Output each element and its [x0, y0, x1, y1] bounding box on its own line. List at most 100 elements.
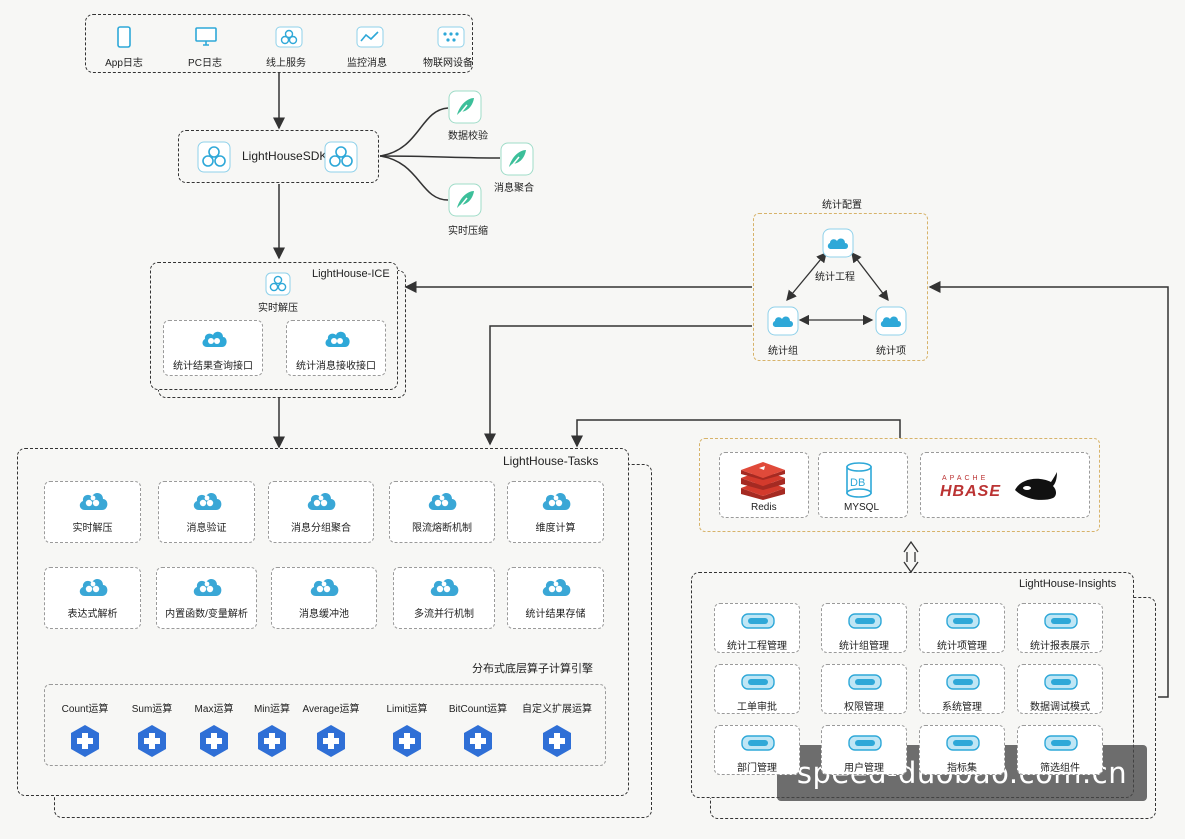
ice-box: 统计消息接收接口: [286, 320, 386, 376]
sdk-icon-left: [197, 141, 231, 178]
insights-title: LightHouse-Insights: [1019, 578, 1117, 590]
sdk-feature-label: 实时压缩: [448, 226, 488, 237]
leaf-icon: [448, 90, 482, 129]
source-label: 线上服务: [266, 58, 306, 69]
config-panel: [753, 213, 928, 361]
insights-label: 统计工程管理: [727, 641, 787, 652]
op-label: Min运算: [253, 704, 291, 715]
ice-box-label: 统计消息接收接口: [296, 361, 376, 372]
source-label: 物联网设备: [423, 58, 473, 69]
hbase-small: APACHE: [942, 475, 989, 482]
insights-cell: 数据调试模式: [1017, 664, 1103, 714]
gear-cloud-icon: [539, 574, 573, 605]
hex-plus-icon: [540, 724, 574, 763]
storage-hbase: [920, 452, 1090, 518]
tasks-title: LightHouse-Tasks: [503, 454, 599, 468]
source-label: 监控消息: [347, 58, 387, 69]
task-label: 消息缓冲池: [299, 609, 349, 620]
config-node-icon: [822, 228, 854, 263]
insights-cell: 用户管理: [821, 725, 907, 775]
sdk-feature-label: 消息聚合: [494, 183, 534, 194]
config-title: 统计配置: [822, 200, 862, 211]
cloud-icon: [322, 327, 352, 356]
task-cell: 实时解压: [44, 481, 141, 543]
hex-plus-icon: [461, 724, 495, 763]
task-cell: 表达式解析: [44, 567, 141, 629]
config-node-icon: [767, 306, 799, 341]
task-label: 统计结果存储: [525, 609, 586, 620]
gear-cloud-icon: [76, 574, 110, 605]
database-pill-icon: [1042, 732, 1080, 759]
sdk-feature-label: 数据校验: [448, 131, 488, 142]
redis-label: Redis: [751, 502, 777, 513]
database-pill-icon: [739, 671, 777, 698]
task-cell: 统计结果存储: [507, 567, 604, 629]
database-pill-icon: [846, 671, 884, 698]
insights-label: 筛选组件: [1040, 763, 1080, 774]
database-pill-icon: [944, 732, 982, 759]
op-label: Limit运算: [386, 704, 428, 715]
task-label: 消息分组聚合: [291, 523, 351, 534]
insights-label: 部门管理: [737, 763, 777, 774]
task-cell: 维度计算: [507, 481, 604, 543]
hex-plus-icon: [255, 724, 289, 763]
sdk-title: LightHouseSDK: [242, 149, 328, 163]
database-pill-icon: [846, 610, 884, 637]
task-label: 维度计算: [535, 523, 576, 534]
monitor-chart-icon: [356, 26, 384, 53]
source-label: App日志: [105, 58, 143, 69]
task-cell: 多流并行机制: [393, 567, 495, 629]
database-pill-icon: [1042, 610, 1080, 637]
database-pill-icon: [739, 732, 777, 759]
ice-box-label: 统计结果查询接口: [173, 361, 253, 372]
ice-box: 统计结果查询接口: [163, 320, 263, 376]
hex-plus-icon: [135, 724, 169, 763]
service-icon: [275, 26, 303, 53]
database-pill-icon: [1042, 671, 1080, 698]
hex-plus-icon: [314, 724, 348, 763]
iot-icon: [437, 26, 465, 53]
sdk-icon-right: [324, 141, 358, 178]
db-icon: [845, 462, 873, 503]
op-label: Average运算: [302, 704, 360, 715]
ice-decompress-label: 实时解压: [258, 303, 298, 314]
task-label: 表达式解析: [67, 609, 118, 620]
hex-plus-icon: [390, 724, 424, 763]
gear-cloud-icon: [425, 488, 459, 519]
task-label: 实时解压: [72, 523, 113, 534]
hex-plus-icon: [68, 724, 102, 763]
config-node-label: 统计工程: [815, 272, 855, 283]
gear-cloud-icon: [304, 488, 338, 519]
insights-cell: 统计组管理: [821, 603, 907, 653]
config-node-label: 统计项: [876, 346, 906, 357]
sources-panel: [85, 14, 473, 73]
db-label: DB: [850, 477, 866, 489]
insights-cell: 统计报表展示: [1017, 603, 1103, 653]
database-pill-icon: [944, 610, 982, 637]
insights-cell: 统计项管理: [919, 603, 1005, 653]
insights-cell: 权限管理: [821, 664, 907, 714]
insights-cell: 统计工程管理: [714, 603, 800, 653]
insights-cell: 工单审批: [714, 664, 800, 714]
task-cell: 消息验证: [158, 481, 255, 543]
monitor-icon: [194, 26, 218, 53]
task-cell: 内置函数/变量解析: [156, 567, 257, 629]
task-label: 多流并行机制: [414, 609, 474, 620]
redis-icon: [737, 462, 789, 505]
insights-cell: 指标集: [919, 725, 1005, 775]
insights-label: 指标集: [947, 763, 977, 774]
task-cell: 消息分组聚合: [268, 481, 374, 543]
gear-cloud-icon: [190, 488, 224, 519]
ice-title: LightHouse-ICE: [312, 268, 390, 280]
sdk-panel: [178, 130, 379, 183]
orca-icon: [1013, 470, 1059, 507]
leaf-icon: [448, 183, 482, 222]
op-label: Count运算: [61, 704, 109, 715]
op-label: 自定义扩展运算: [522, 704, 592, 715]
task-label: 内置函数/变量解析: [165, 609, 248, 620]
gear-cloud-icon: [76, 488, 110, 519]
hex-plus-icon: [197, 724, 231, 763]
op-label: Sum运算: [131, 704, 173, 715]
insights-cell: 筛选组件: [1017, 725, 1103, 775]
